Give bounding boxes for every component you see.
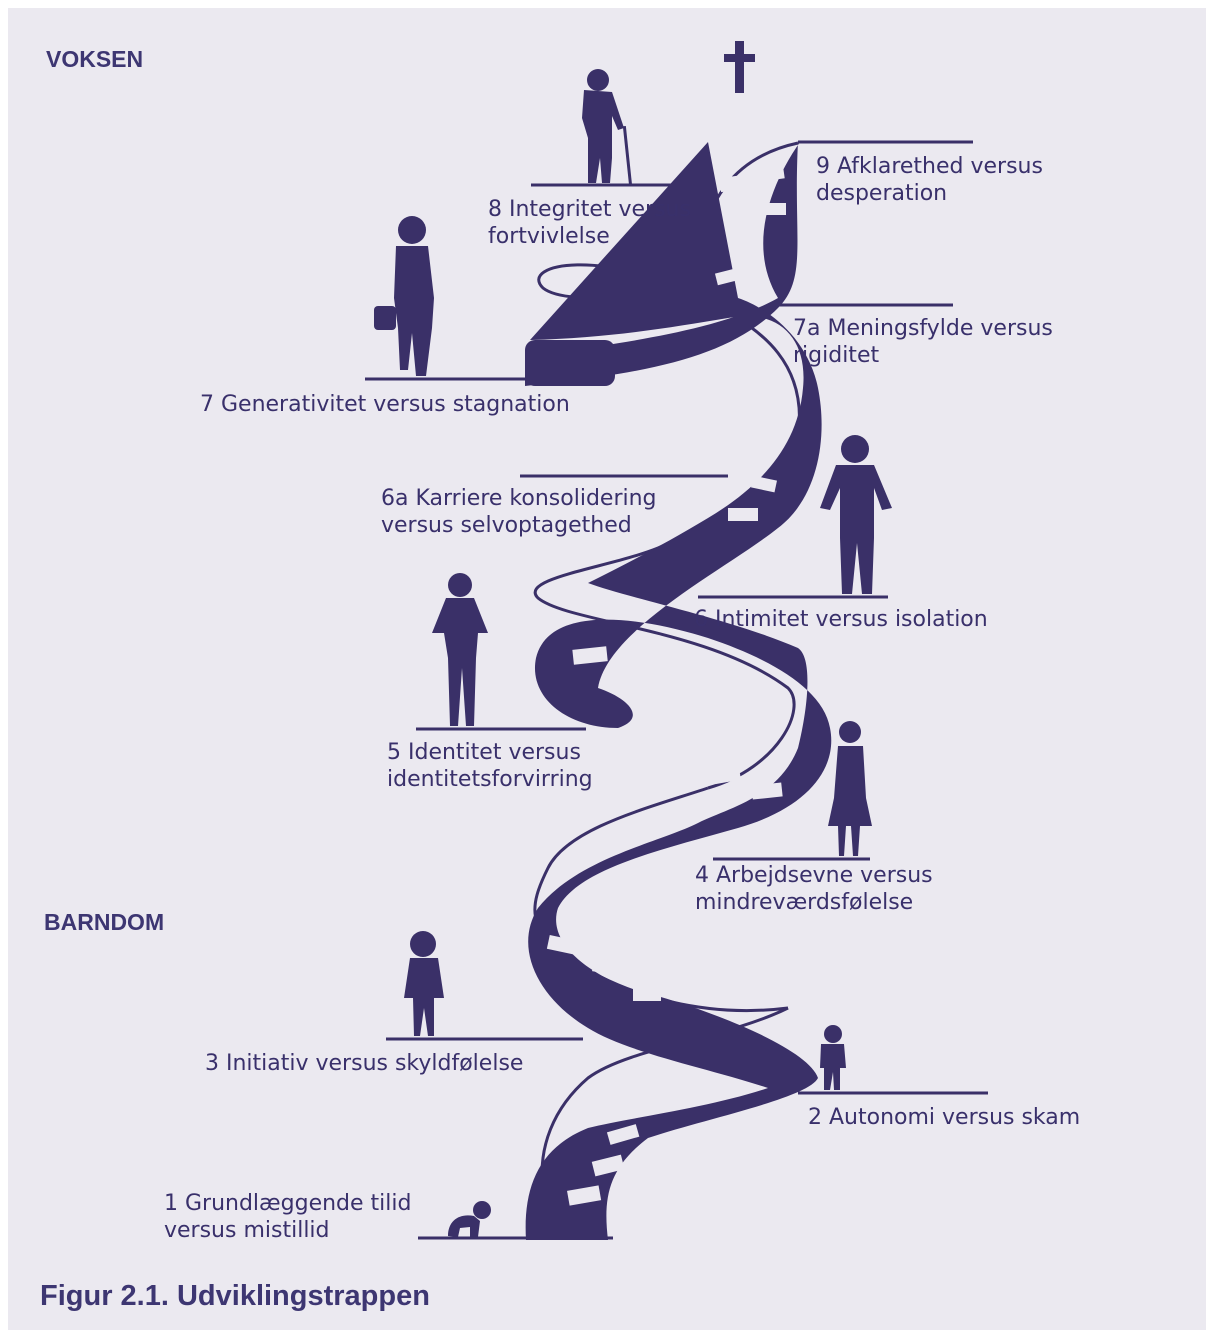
stage-6a-line2: versus selvoptagethed [381, 513, 632, 538]
person-silhouettes [374, 69, 892, 1237]
stage-floor-lines [365, 140, 988, 1240]
stage-2-line1: 2 Autonomi versus skam [808, 1105, 1081, 1130]
child-silhouette-icon [404, 931, 444, 1036]
stage-label-4: 4 Arbejdsevne versus mindreværdsfølelse [695, 862, 933, 916]
spiral-staircase [525, 142, 832, 1240]
stage-label-6: 6 Intimitet versus isolation [694, 606, 988, 633]
girl-silhouette-icon [828, 721, 872, 856]
stage-9-line2: desperation [816, 181, 948, 206]
stage-1-line1: 1 Grundlæggende tilid [164, 1191, 412, 1216]
zone-label-adult: VOKSEN [46, 46, 144, 72]
stage-label-9: 9 Afklarethed versus desperation [816, 153, 1043, 207]
figure-caption: Figur 2.1. Udviklingstrappen [40, 1280, 430, 1312]
stage-label-5: 5 Identitet versus identitetsforvirring [387, 739, 593, 793]
stage-1-line2: versus mistillid [164, 1218, 330, 1243]
figure-panel: VOKSEN BARNDOM 1 Grundlæggende tilid ver… [8, 8, 1206, 1330]
stage-label-7a: 7a Meningsfylde versus rigiditet [793, 315, 1053, 369]
stage-4-line2: mindreværdsfølelse [695, 890, 914, 915]
stage-label-8: 8 Integritet versus fortvivlelse [488, 196, 691, 250]
man-silhouette-icon [820, 435, 892, 594]
stair-steps [546, 166, 786, 1206]
zone-label-childhood: BARNDOM [44, 909, 165, 935]
stage-7a-line2: rigiditet [793, 343, 880, 368]
stage-label-7: 7 Generativitet versus stagnation [200, 391, 570, 418]
stage-6a-line1: 6a Karriere konsolidering [381, 486, 657, 511]
stage-label-1: 1 Grundlæggende tilid versus mistillid [164, 1190, 411, 1244]
stage-8-line2: fortvivlelse [488, 224, 610, 249]
stage-9-line1: 9 Afklarethed versus [816, 154, 1043, 179]
stage-5-line2: identitetsforvirring [387, 767, 593, 792]
stage-label-6a: 6a Karriere konsolidering versus selvopt… [381, 485, 657, 539]
stage-8-line1: 8 Integritet versus [488, 197, 691, 222]
stage-3-line1: 3 Initiativ versus skyldfølelse [205, 1051, 524, 1076]
stage-6-line1: 6 Intimitet versus isolation [694, 607, 988, 632]
stage-label-3: 3 Initiativ versus skyldfølelse [205, 1050, 523, 1077]
cross-icon [724, 41, 755, 93]
baby-silhouette-icon [448, 1201, 491, 1237]
stage-4-line1: 4 Arbejdsevne versus [695, 863, 933, 888]
stage-5-line1: 5 Identitet versus [387, 740, 581, 765]
stage-7-line1: 7 Generativitet versus stagnation [200, 392, 570, 417]
stage-7a-line1: 7a Meningsfylde versus [793, 316, 1053, 341]
toddler-silhouette-icon [820, 1025, 846, 1090]
stair-illustration [365, 41, 988, 1240]
woman-silhouette-icon [374, 216, 434, 376]
elderly-silhouette-icon [582, 69, 633, 186]
stage-label-2: 2 Autonomi versus skam [808, 1104, 1080, 1131]
teen-silhouette-icon [432, 573, 488, 726]
